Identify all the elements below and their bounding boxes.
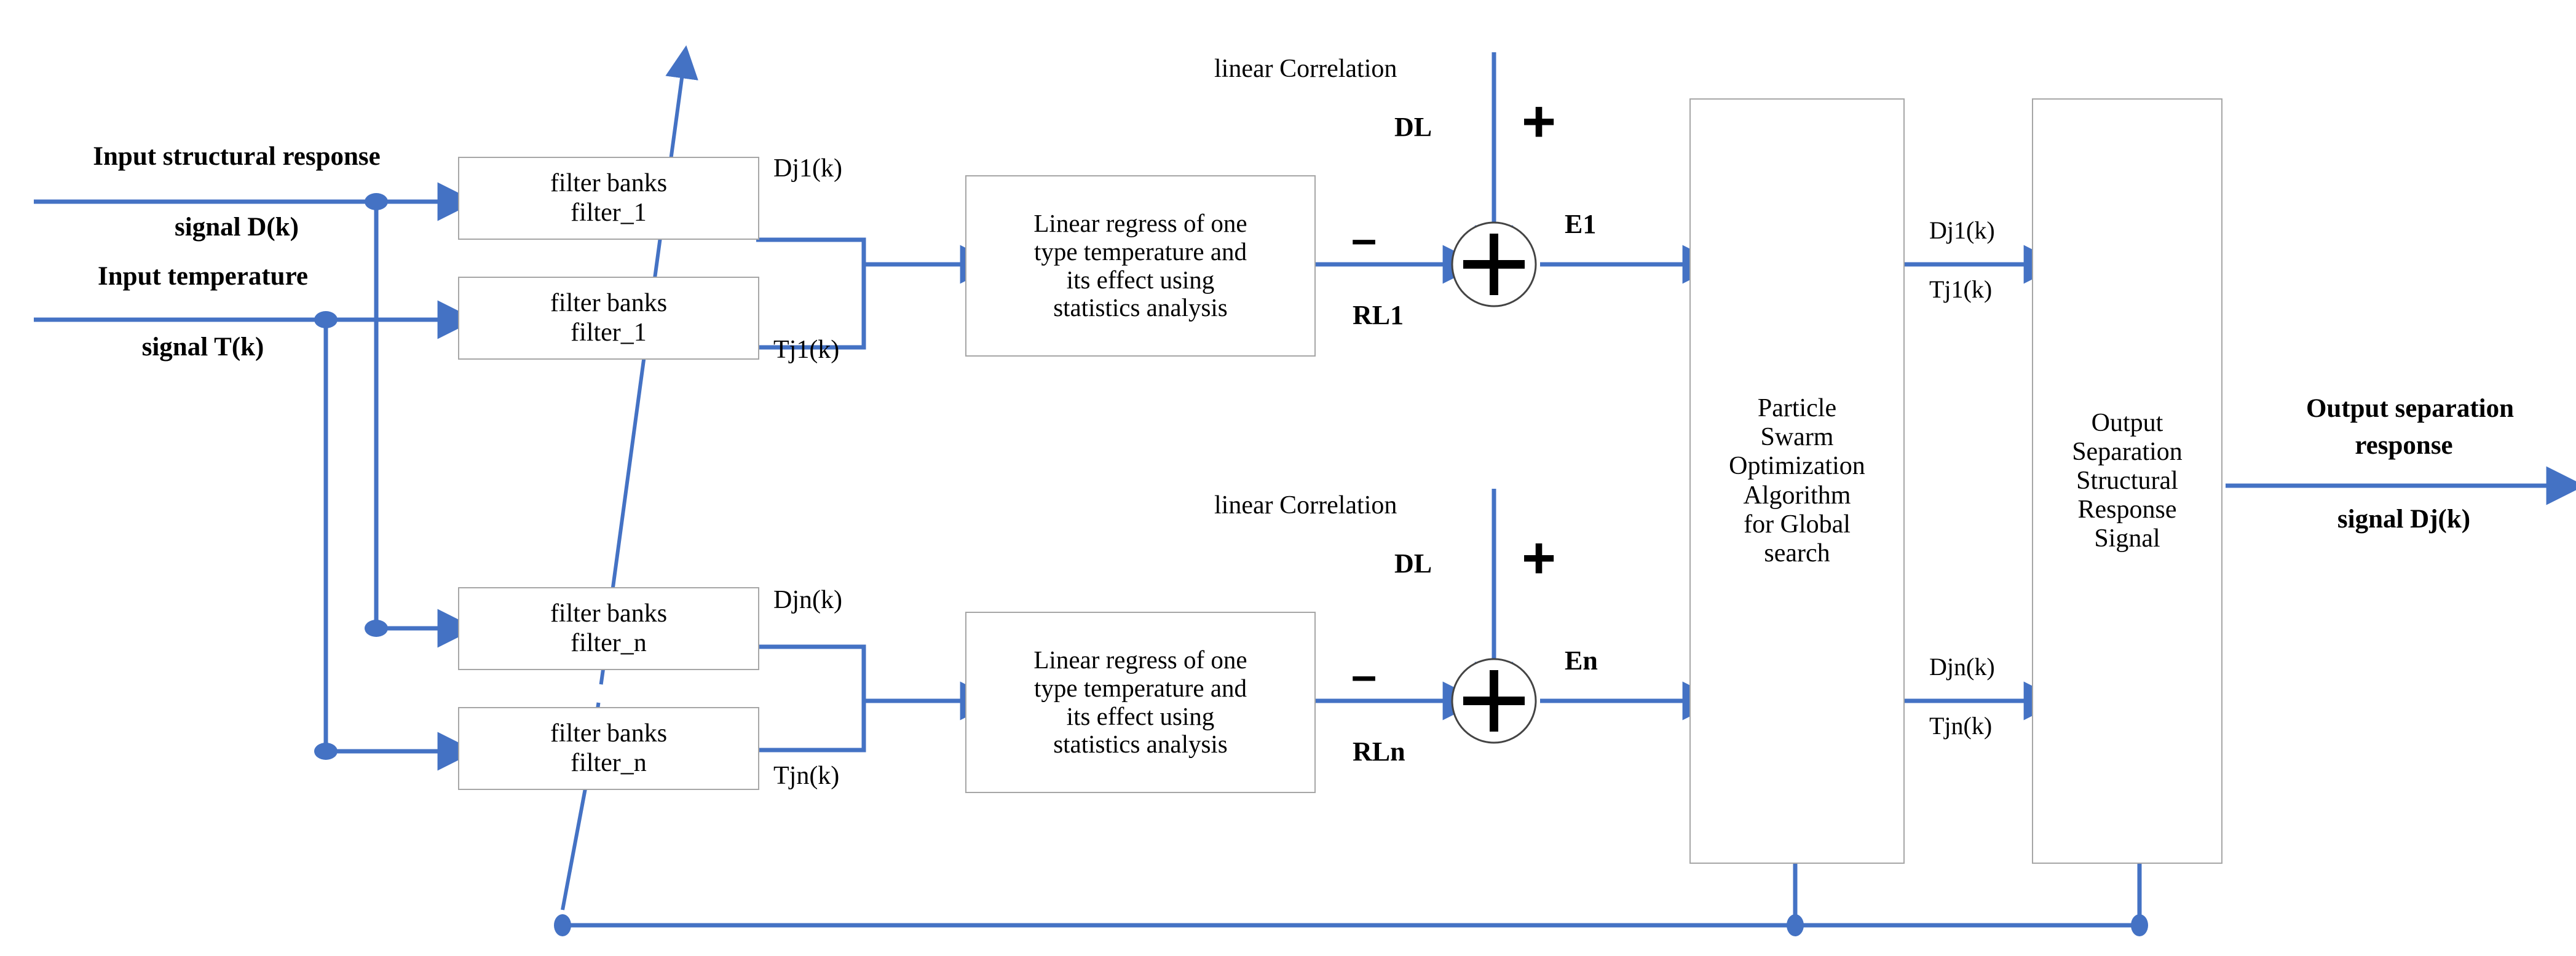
filter-bank-t1-box[interactable]: filter banks filter_1 — [458, 277, 759, 360]
wire-tj1-merge — [756, 264, 866, 350]
label-tj1k-filter-out: Tj1(k) — [773, 336, 840, 364]
wire-dj1-merge — [756, 237, 866, 264]
junction-dot-feedback-output — [2131, 914, 2148, 936]
plus-sign-top: + — [1522, 89, 1557, 154]
junction-dot-feedback-pso — [1787, 914, 1804, 936]
filter-bank-dn-box[interactable]: filter banks filter_n — [458, 587, 759, 670]
label-tjnk-filter-out: Tjn(k) — [773, 762, 840, 790]
linear-correlation-top-label: linear Correlation — [1214, 55, 1397, 83]
label-dj1k-filter-out: Dj1(k) — [773, 154, 842, 183]
output-separation-box[interactable]: Output Separation Structural Response Si… — [2032, 98, 2222, 864]
minus-sign-top: – — [1351, 213, 1377, 264]
junction-dot-feedback-left — [554, 914, 571, 936]
junction-dot-tk-lower — [314, 743, 338, 760]
linear-regress-bottom-box[interactable]: Linear regress of one type temperature a… — [965, 612, 1316, 793]
dl-bottom-label: DL — [1394, 548, 1432, 579]
dl-top-label: DL — [1394, 112, 1432, 142]
rl1-label: RL1 — [1353, 300, 1404, 330]
e1-label: E1 — [1565, 209, 1597, 239]
summing-plus-glyphs — [1463, 234, 1525, 732]
rln-label: RLn — [1353, 737, 1405, 767]
junction-dot-dk-lower — [365, 620, 388, 637]
wire-djn-merge — [756, 644, 866, 701]
linear-correlation-bottom-label: linear Correlation — [1214, 491, 1397, 519]
linear-regress-top-box[interactable]: Linear regress of one type temperature a… — [965, 175, 1316, 357]
junction-dots — [314, 193, 2148, 936]
label-tj1k-pso-out: Tj1(k) — [1929, 275, 1993, 303]
junction-dot-dk — [365, 193, 388, 210]
plus-sign-bottom: + — [1522, 525, 1557, 591]
label-tjnk-pso-out: Tjn(k) — [1929, 712, 1993, 740]
input-structural-response-label: Input structural response — [93, 142, 381, 171]
input-temperature-label: Input temperature — [98, 262, 308, 291]
input-structural-response-signal-label: signal D(k) — [175, 213, 299, 242]
filter-bank-d1-box[interactable]: filter banks filter_1 — [458, 157, 759, 240]
pso-algorithm-box[interactable]: Particle Swarm Optimization Algorithm fo… — [1689, 98, 1905, 864]
wire-tjn-merge — [756, 701, 866, 753]
output-separation-response-line2: response — [2355, 431, 2453, 460]
label-dj1k-pso-out: Dj1(k) — [1929, 216, 1995, 244]
summing-junction-circles — [1451, 221, 1537, 744]
junction-dot-tk — [314, 311, 338, 328]
output-separation-response-line1: Output separation — [2305, 394, 2515, 423]
label-djnk-filter-out: Djn(k) — [773, 586, 842, 614]
input-temperature-signal-label: signal T(k) — [141, 333, 264, 361]
minus-sign-bottom: – — [1351, 650, 1377, 701]
label-djnk-pso-out: Djn(k) — [1929, 653, 1995, 681]
output-separation-signal-label: signal Dj(k) — [2337, 505, 2471, 534]
en-label: En — [1565, 646, 1598, 676]
filter-bank-tn-box[interactable]: filter banks filter_n — [458, 707, 759, 790]
